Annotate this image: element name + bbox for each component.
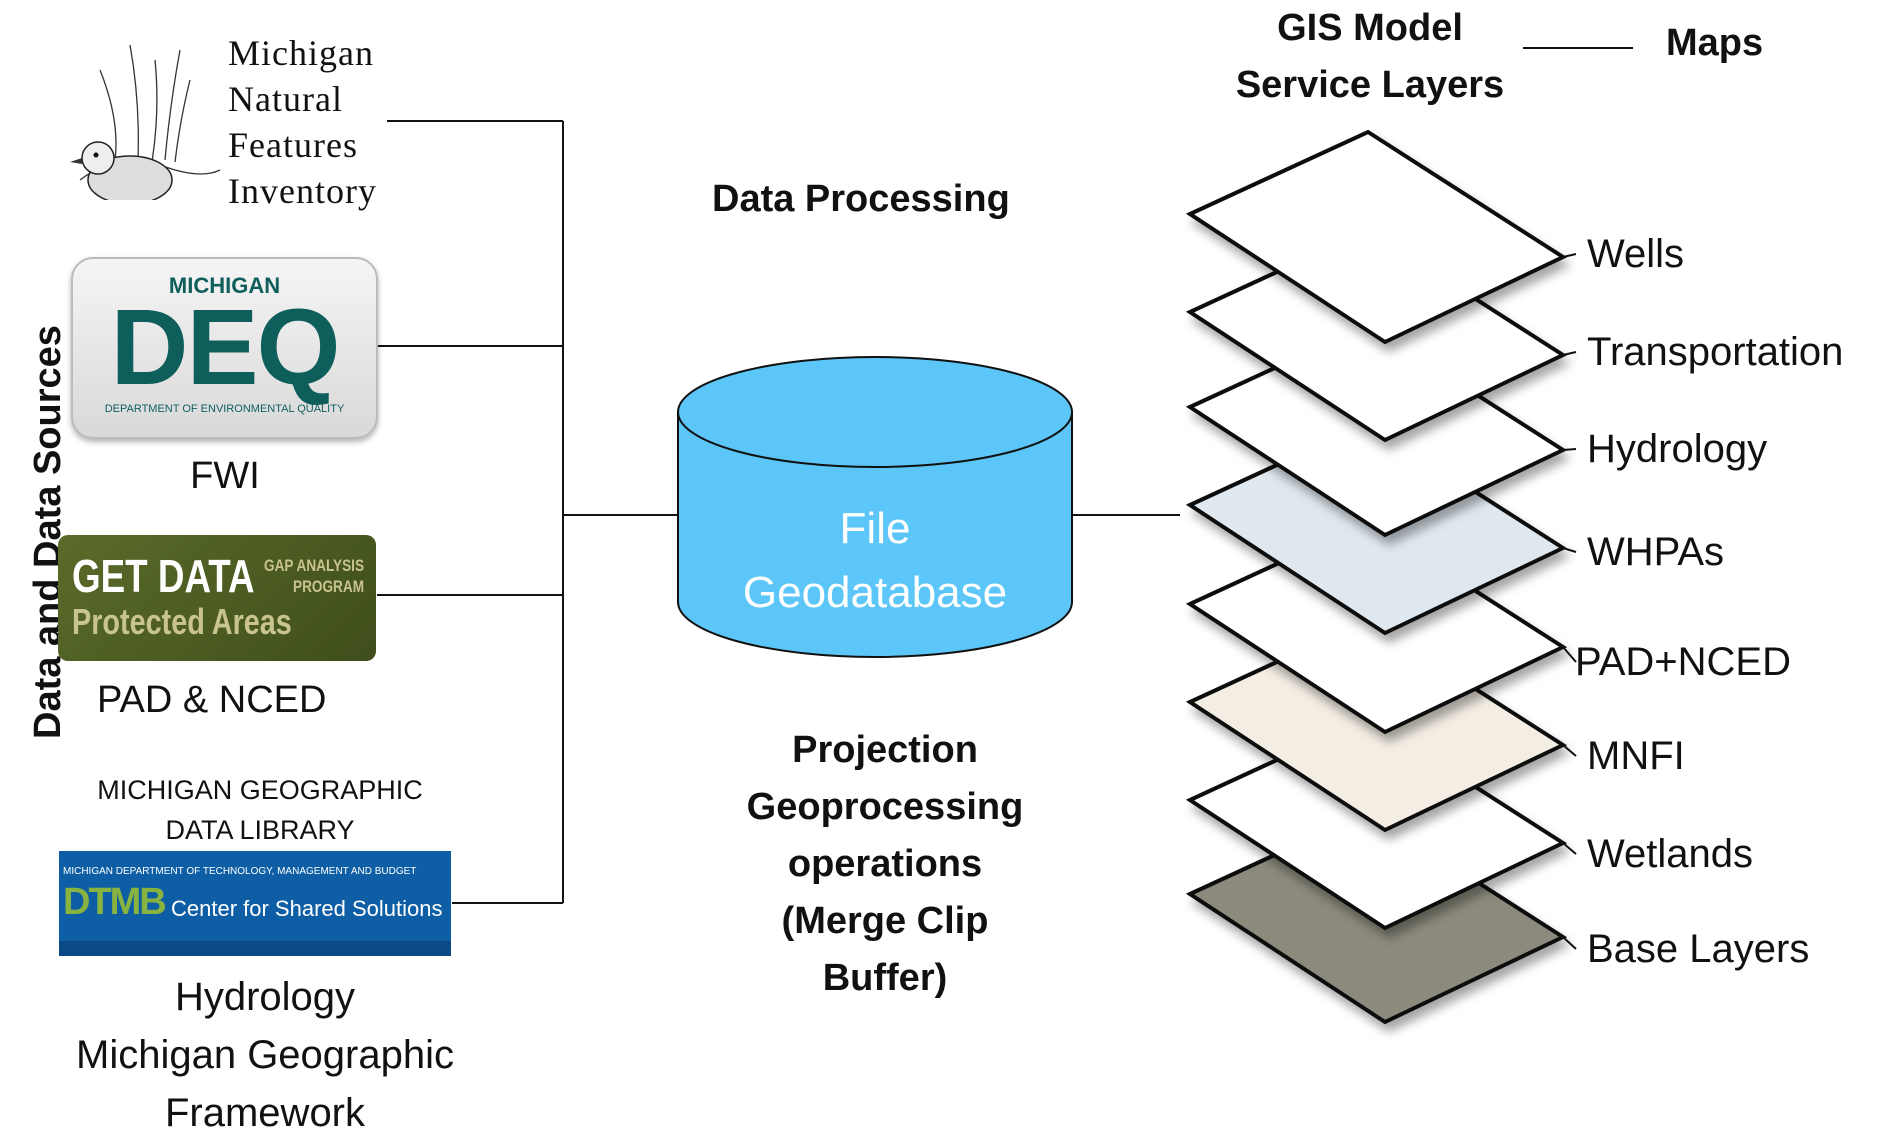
mnfi-line-4: Inventory — [228, 171, 377, 211]
leader-line — [1562, 646, 1577, 663]
layer-label: Transportation — [1587, 330, 1844, 374]
dtmb-caption-line-1: Hydrology — [174, 975, 356, 1019]
pad-logo-subtitle: Protected Areas — [72, 601, 292, 642]
connector-lines — [375, 47, 1633, 904]
dtmb-logo-band — [59, 941, 451, 956]
data-processing-title: Data Processing — [712, 178, 1010, 220]
deq-logo-mark: DEQ — [110, 286, 340, 407]
leader-line — [1562, 448, 1577, 451]
gis-model-header: GIS Model Service Layers — [1200, 0, 1540, 114]
leader-line — [1562, 842, 1577, 855]
layer-label: Base Layers — [1587, 927, 1810, 971]
leader-line — [1562, 936, 1577, 950]
maps-label: Maps — [1666, 22, 1764, 64]
mnfi-line-2: Natural — [228, 79, 343, 119]
pad-program-line-1: GAP ANALYSIS — [263, 556, 364, 575]
leader-line — [1562, 547, 1577, 553]
vertical-title: Data and Data Sources — [27, 325, 69, 739]
operations-line-1: Projection — [792, 729, 978, 771]
deq-caption: FWI — [190, 455, 260, 497]
operations-line-3: operations — [787, 843, 983, 885]
operations-text: Projection Geoprocessing operations (Mer… — [690, 722, 1080, 1007]
operations-line-2: Geoprocessing — [746, 786, 1024, 828]
layer-label: WHPAs — [1587, 530, 1725, 574]
pad-logo-program: GAP ANALYSIS PROGRAM — [264, 555, 364, 597]
geodatabase-line-1: File — [839, 504, 911, 553]
leader-line — [1562, 253, 1577, 258]
gis-header-line-1: GIS Model — [1277, 7, 1463, 49]
bird-illustration-icon — [70, 44, 221, 200]
mnfi-line-3: Features — [228, 125, 358, 165]
layer-label: PAD+NCED — [1575, 640, 1791, 684]
dtmb-logo-top: MICHIGAN DEPARTMENT OF TECHNOLOGY, MANAG… — [63, 866, 417, 877]
pad-logo: GET DATA Protected Areas GAP ANALYSIS PR… — [58, 535, 376, 661]
operations-line-4: (Merge Clip — [781, 900, 989, 942]
dtmb-header-line-1: MICHIGAN GEOGRAPHIC — [97, 775, 423, 805]
operations-line-5: Buffer) — [822, 957, 948, 999]
dtmb-header-line-2: DATA LIBRARY — [165, 815, 355, 845]
layer-leader-lines — [1562, 253, 1577, 950]
dtmb-logo-text: Center for Shared Solutions — [171, 896, 443, 921]
layer-label: MNFI — [1587, 734, 1685, 778]
leader-line — [1562, 744, 1577, 757]
layer-label: Hydrology — [1587, 427, 1768, 471]
geodatabase-line-2: Geodatabase — [742, 568, 1008, 617]
dtmb-caption-line-3: Framework — [164, 1091, 366, 1135]
geodatabase-label: File Geodatabase — [690, 497, 1060, 625]
dtmb-header: MICHIGAN GEOGRAPHIC DATA LIBRARY — [60, 770, 460, 850]
deq-logo-bottom: DEPARTMENT OF ENVIRONMENTAL QUALITY — [104, 403, 345, 415]
pad-caption: PAD & NCED — [97, 679, 327, 721]
gis-header-line-2: Service Layers — [1235, 64, 1505, 106]
deq-logo-top: MICHIGAN — [168, 273, 281, 298]
pad-program-line-2: PROGRAM — [292, 577, 364, 596]
dtmb-logo: MICHIGAN DEPARTMENT OF TECHNOLOGY, MANAG… — [59, 851, 451, 956]
dtmb-logo-mark: DTMB — [63, 881, 167, 923]
leader-line — [1562, 351, 1577, 356]
mnfi-logo: Michigan Natural Features Inventory — [60, 30, 390, 211]
dtmb-caption: Hydrology Michigan Geographic Framework — [40, 968, 490, 1142]
mnfi-line-1: Michigan — [228, 33, 374, 73]
pad-logo-title: GET DATA — [72, 550, 255, 602]
map-layer-stack — [1185, 129, 1568, 1025]
layer-label: Wetlands — [1587, 832, 1754, 876]
deq-logo: MICHIGAN DEQ DEPARTMENT OF ENVIRONMENTAL… — [71, 257, 378, 439]
dtmb-caption-line-2: Michigan Geographic — [76, 1033, 454, 1077]
geodatabase-cylinder — [677, 356, 1073, 658]
layer-label: Wells — [1587, 232, 1685, 276]
